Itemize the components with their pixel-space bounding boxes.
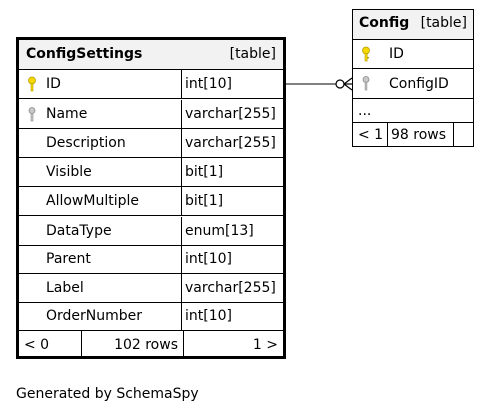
column-name: Label <box>46 280 84 296</box>
column-type: bit[1] <box>181 187 283 215</box>
table-title: Config <box>359 15 410 31</box>
table-title: ConfigSettings <box>26 46 143 62</box>
footer-row-count: 102 rows <box>81 331 183 359</box>
column-type: int[10] <box>181 245 283 273</box>
ellipsis: ... <box>358 102 372 119</box>
table-kind: [table] <box>229 46 276 62</box>
column-name: ID <box>46 76 61 92</box>
crowfoot-bottom <box>343 83 353 91</box>
column-row: Label varchar[255] <box>19 274 283 303</box>
column-row: Name varchar[255] <box>19 100 283 129</box>
column-name: DataType <box>46 223 112 239</box>
column-type: varchar[255] <box>181 274 283 302</box>
column-name: Description <box>46 135 126 151</box>
zero-optional-marker <box>335 79 345 89</box>
column-name: ID <box>389 46 404 62</box>
index-key-icon <box>362 76 370 91</box>
primary-key-icon <box>362 46 370 62</box>
generated-by-label: Generated by SchemaSpy <box>16 386 199 402</box>
index-key-icon <box>28 107 36 122</box>
column-row: AllowMultiple bit[1] <box>19 187 283 216</box>
table-header: ConfigSettings [table] <box>19 40 283 70</box>
table-kind: [table] <box>420 15 467 31</box>
column-name: Name <box>46 106 88 122</box>
primary-key-icon <box>28 76 36 92</box>
column-type: int[10] <box>181 70 283 98</box>
footer-blank <box>453 123 473 146</box>
configsettings-table: ConfigSettings [table] ID int[10] Name varc… <box>16 37 286 359</box>
column-row: DataType enum[13] <box>19 217 283 246</box>
footer-prev: < 1 <box>358 126 384 143</box>
column-row: Visible bit[1] <box>19 158 283 187</box>
footer-row-count: 98 rows <box>387 123 453 146</box>
column-row: Description varchar[255] <box>19 129 283 158</box>
footer-next: 1 > <box>183 331 283 359</box>
column-row: ID <box>353 40 473 69</box>
table-header: Config [table] <box>353 10 473 40</box>
table-footer: < 0 102 rows 1 > <box>19 331 283 359</box>
config-table: Config [table] ID ConfigID ... < 1 98 ro… <box>352 9 474 147</box>
column-name: ConfigID <box>389 75 449 92</box>
column-name: Parent <box>46 251 91 267</box>
column-row: Parent int[10] <box>19 245 283 274</box>
column-name: AllowMultiple <box>46 193 139 209</box>
column-type: int[10] <box>181 302 283 330</box>
column-type: enum[13] <box>181 217 283 245</box>
column-type: varchar[255] <box>181 100 283 128</box>
column-name: OrderNumber <box>46 308 143 324</box>
footer-prev: < 0 <box>24 337 50 353</box>
column-type: bit[1] <box>181 158 283 186</box>
column-row: OrderNumber int[10] <box>19 302 283 331</box>
more-columns: ... <box>353 99 473 123</box>
crowfoot-top <box>343 77 353 85</box>
column-row: ID int[10] <box>19 70 283 99</box>
column-row: ConfigID <box>353 69 473 99</box>
table-footer: < 1 98 rows <box>353 123 473 146</box>
column-name: Visible <box>46 164 92 180</box>
column-type: varchar[255] <box>181 129 283 157</box>
